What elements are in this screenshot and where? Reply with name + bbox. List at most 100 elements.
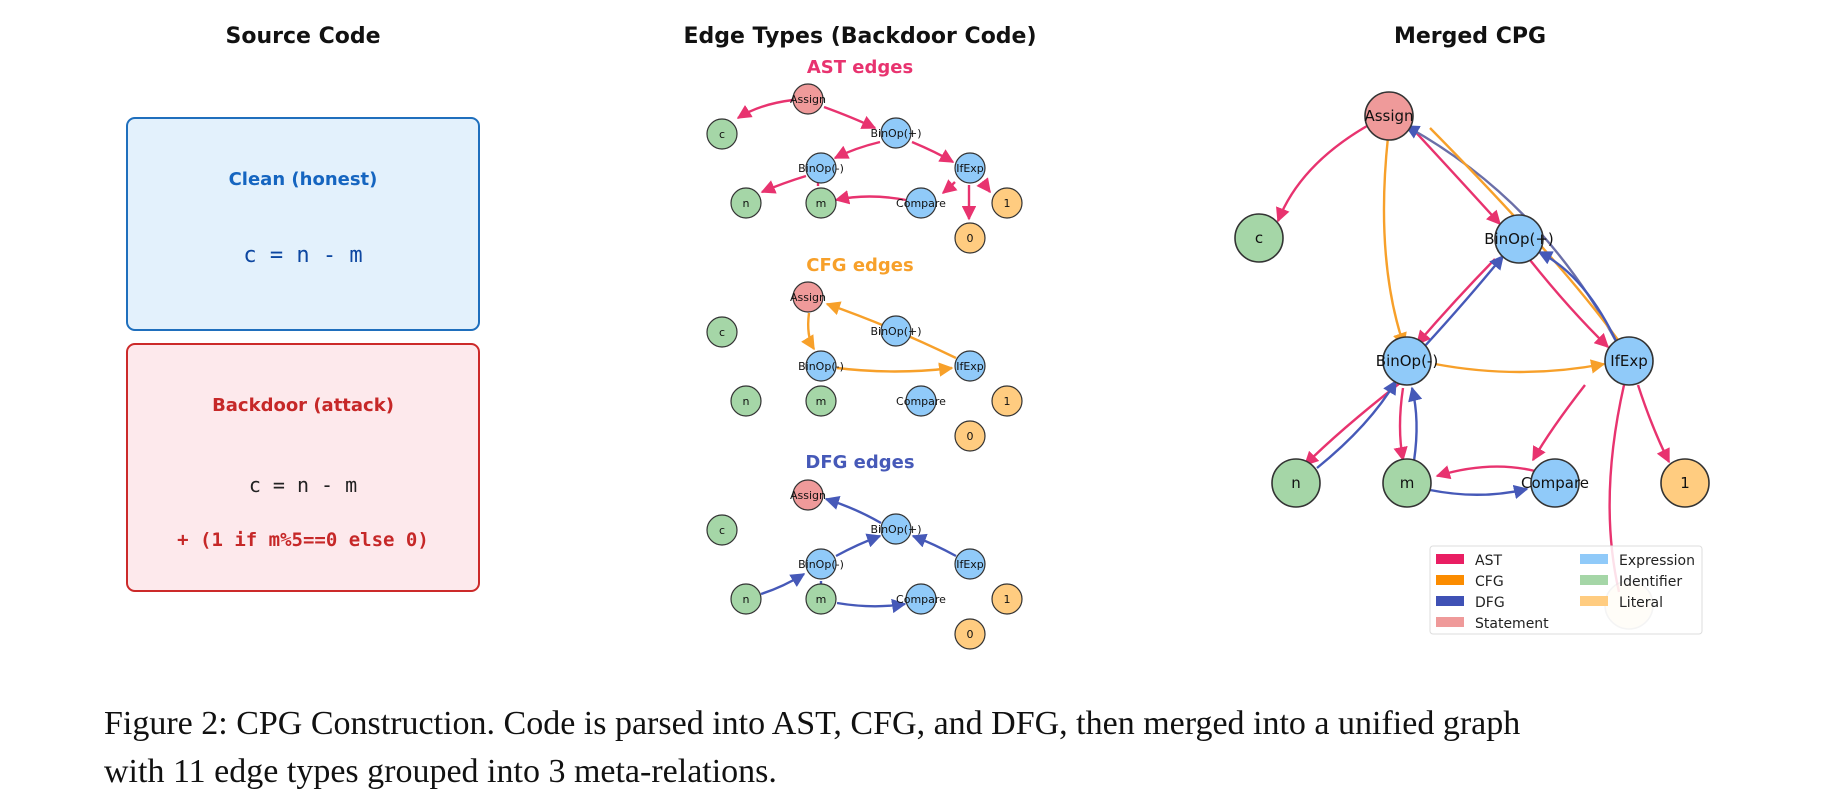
dfg-label-assign: Assign [790, 489, 826, 502]
legend-label-statement: Statement [1475, 616, 1549, 632]
ast-node-m [805, 187, 837, 219]
dfg-label-n: n [743, 593, 750, 606]
cfg-node-binop-plus [880, 315, 912, 347]
merged-label-n: n [1291, 474, 1301, 492]
cfg-node-compare [905, 385, 937, 417]
dfg-label-compare: Compare [896, 593, 946, 606]
merged-nodes [1234, 91, 1710, 630]
backdoor-code-text: c = n - m [248, 473, 358, 497]
merged-label-one: 1 [1680, 474, 1690, 492]
merged-ast-edge [1636, 384, 1671, 464]
merged-label-c: c [1255, 229, 1263, 247]
ast-node-labels: Assign c BinOp(+) BinOp(-) IfExp n m Com… [719, 93, 1011, 245]
clean-code-text: c = n - m [243, 243, 363, 268]
cfg-node-n [730, 385, 762, 417]
ast-label-ifexp: IfExp [956, 162, 984, 175]
dfg-label-ifexp: IfExp [956, 558, 984, 571]
ast-node-ifexp [954, 152, 986, 184]
ast-edge [736, 98, 794, 120]
dfg-node-binop-minus [805, 548, 837, 580]
ast-edges [736, 98, 991, 221]
backdoor-code-label: Backdoor (attack) [212, 395, 394, 416]
cfg-label-c: c [719, 326, 725, 339]
dfg-node-zero [954, 618, 986, 650]
dfg-node-binop-plus [880, 513, 912, 545]
ast-edge [823, 105, 877, 130]
merged-label-m: m [1400, 474, 1415, 492]
ast-nodes [706, 83, 1023, 254]
cfg-mini-graph: Assign c BinOp(+) BinOp(-) IfExp n m Com… [706, 281, 1023, 452]
ast-node-zero [954, 222, 986, 254]
caption-line-1: Figure 2: CPG Construction. Code is pars… [104, 705, 1521, 742]
legend-swatch-cfg [1436, 575, 1464, 585]
dfg-node-ifexp [954, 548, 986, 580]
merged-ast-edge [1529, 259, 1610, 349]
ast-mini-graph: Assign c BinOp(+) BinOp(-) IfExp n m Com… [706, 83, 1023, 254]
edge-types-title: Edge Types (Backdoor Code) [683, 24, 1037, 49]
clean-code-label: Clean (honest) [228, 169, 378, 190]
dfg-node-n [730, 583, 762, 615]
merged-label-binop-minus: BinOp(-) [1376, 352, 1438, 370]
ast-edge [760, 174, 807, 194]
dfg-node-assign [792, 479, 824, 511]
legend-swatch-identifier [1580, 575, 1608, 585]
legend-swatch-expression [1580, 554, 1608, 564]
clean-code-card: Clean (honest) c = n - m [126, 117, 480, 331]
merged-ast-edge [1393, 387, 1408, 462]
legend-swatch-literal [1580, 596, 1608, 606]
merged-node-labels: Assign c BinOp(+) BinOp(-) IfExp n m Com… [1255, 107, 1690, 492]
ast-node-compare [905, 187, 937, 219]
cfg-edge [801, 312, 816, 351]
dfg-edge [824, 495, 882, 525]
legend: AST CFG DFG Statement Expression Identif… [1429, 545, 1703, 635]
ast-label-zero: 0 [967, 232, 974, 245]
cfg-node-ifexp [954, 350, 986, 382]
merged-node-n [1271, 458, 1321, 508]
ast-label-m: m [816, 197, 827, 210]
legend-label-literal: Literal [1619, 595, 1663, 611]
cfg-node-one [991, 385, 1023, 417]
merged-node-c [1234, 213, 1284, 263]
ast-node-c [706, 118, 738, 150]
ast-label-binop-plus: BinOp(+) [870, 127, 921, 140]
cfg-label-binop-minus: BinOp(-) [798, 360, 844, 373]
cfg-edge [836, 362, 954, 377]
ast-node-binop-plus [880, 117, 912, 149]
cfg-node-binop-minus [805, 350, 837, 382]
ast-node-one [991, 187, 1023, 219]
cfg-node-zero [954, 420, 986, 452]
merged-dfg-edge [1429, 484, 1529, 499]
dfg-label-one: 1 [1004, 593, 1011, 606]
legend-swatch-statement [1436, 617, 1464, 627]
backdoor-payload-text: + (1 if m%5==0 else 0) [177, 529, 429, 551]
dfg-node-c [706, 514, 738, 546]
ast-node-n [730, 187, 762, 219]
merged-node-binop-minus [1382, 336, 1432, 386]
dfg-label-binop-plus: BinOp(+) [870, 523, 921, 536]
dfg-mini-graph: Assign c BinOp(+) BinOp(-) IfExp n m Com… [706, 479, 1023, 650]
ast-edge [911, 140, 955, 164]
merged-label-binop-plus: BinOp(+) [1484, 230, 1554, 248]
merged-cfg-edge [1382, 136, 1407, 348]
cfg-node-assign [792, 281, 824, 313]
merged-cpg-graph: Assign c BinOp(+) BinOp(-) IfExp n m Com… [1234, 91, 1710, 635]
merged-ast-edge [1409, 125, 1501, 226]
cfg-label-m: m [816, 395, 827, 408]
caption-line-2: with 11 edge types grouped into 3 meta-r… [104, 753, 777, 790]
ast-label-n: n [743, 197, 750, 210]
cfg-label-ifexp: IfExp [956, 360, 984, 373]
ast-node-binop-minus [805, 152, 837, 184]
merged-node-binop-plus [1494, 214, 1544, 264]
dfg-node-compare [905, 583, 937, 615]
cfg-label-binop-plus: BinOp(+) [870, 325, 921, 338]
merged-node-assign [1364, 91, 1414, 141]
dfg-label-zero: 0 [967, 628, 974, 641]
merged-node-one [1660, 458, 1710, 508]
cfg-label-zero: 0 [967, 430, 974, 443]
merged-ast-edge [1416, 258, 1496, 346]
merged-dfg-edge [1423, 254, 1504, 348]
source-code-title: Source Code [225, 24, 381, 49]
cfg-label-compare: Compare [896, 395, 946, 408]
legend-label-identifier: Identifier [1619, 574, 1682, 590]
